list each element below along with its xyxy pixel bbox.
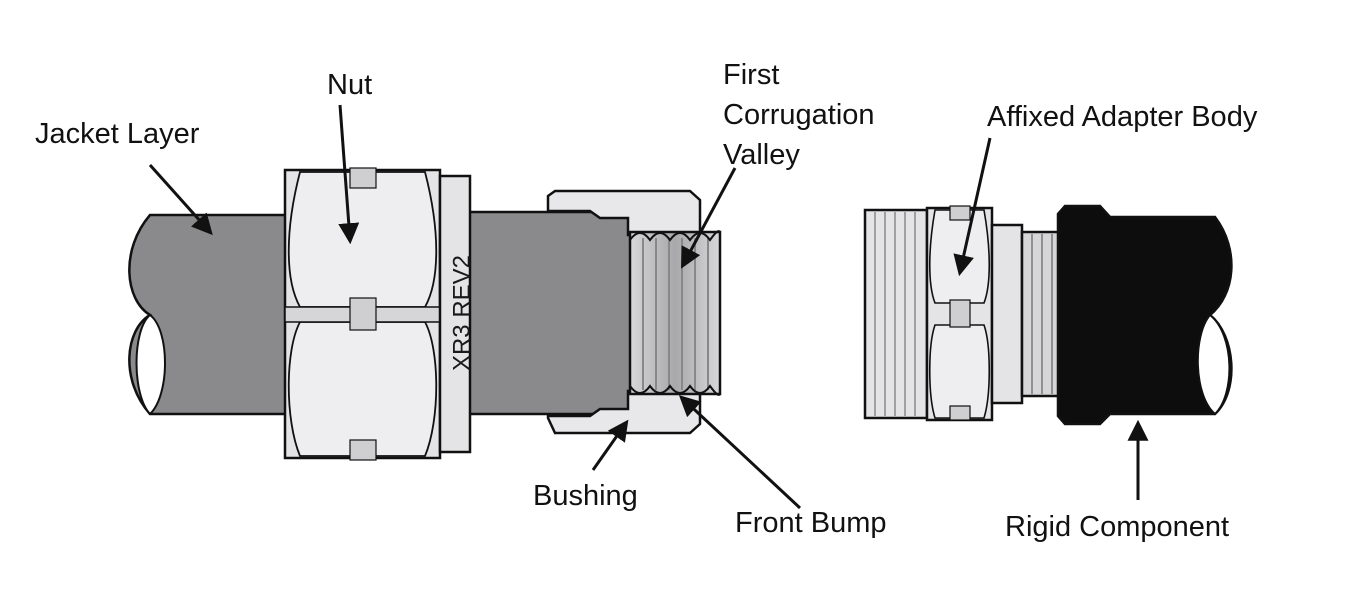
adapter-thread bbox=[863, 208, 929, 420]
nut-arrow bbox=[338, 104, 360, 245]
rigid-component bbox=[1056, 204, 1233, 426]
label-bushing: Bushing bbox=[533, 480, 638, 512]
stamp-text: XR3 REV2 bbox=[448, 255, 475, 371]
cable-jacket-left bbox=[128, 213, 292, 416]
label-rigid-component: Rigid Component bbox=[1005, 511, 1229, 543]
label-jacket-layer: Jacket Layer bbox=[35, 118, 200, 150]
first-corrugation-valley-arrow bbox=[681, 167, 737, 269]
label-nut: Nut bbox=[327, 69, 372, 101]
corrugated-conductor bbox=[628, 230, 722, 396]
nut-body bbox=[283, 167, 472, 461]
front-bump-arrow bbox=[678, 395, 802, 510]
jacket-layer-arrow bbox=[148, 163, 213, 236]
cable-jacket-middle bbox=[466, 210, 635, 416]
bushing-arrow bbox=[591, 419, 629, 471]
bushing bbox=[546, 189, 702, 435]
label-affixed-adapter-body: Affixed Adapter Body bbox=[987, 101, 1258, 133]
label-corrugation: Corrugation bbox=[723, 99, 875, 131]
affixed-adapter-body-arrow bbox=[953, 137, 992, 277]
label-first: First bbox=[723, 59, 779, 91]
label-front-bump: Front Bump bbox=[735, 507, 887, 539]
adapter-body bbox=[925, 205, 1062, 422]
label-valley: Valley bbox=[723, 139, 800, 171]
